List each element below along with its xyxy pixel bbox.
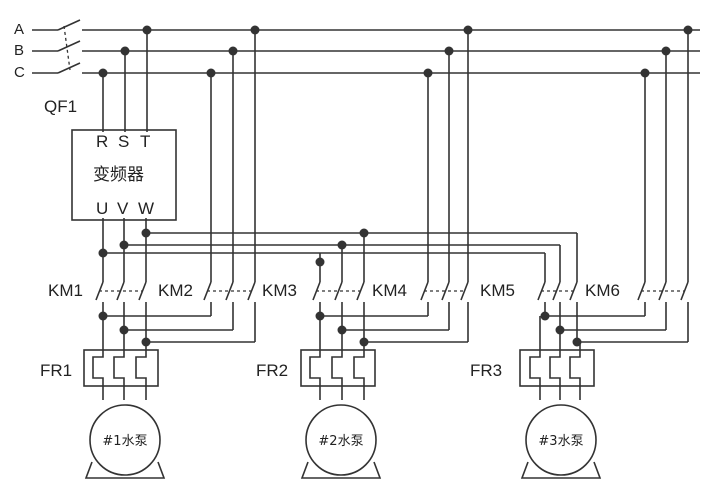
junction-dot	[98, 248, 108, 258]
km4-contacts	[420, 281, 469, 342]
pump-motor-1	[89, 404, 161, 476]
inverter-output-v: V	[117, 199, 129, 218]
relay-box-fr1	[83, 349, 159, 387]
junction-dot	[423, 68, 433, 78]
relay-label-fr2: FR2	[256, 361, 288, 380]
inverter-input-t: T	[140, 132, 150, 151]
junction-dot	[540, 311, 550, 321]
relay-label-fr3: FR3	[470, 361, 502, 380]
pump-motor-2	[305, 404, 377, 476]
inverter-name: 变频器	[93, 165, 144, 185]
contactor-label-km2: KM2	[158, 281, 193, 300]
phase-c-label: C	[14, 64, 25, 81]
junction-dot	[120, 46, 130, 56]
relay-label-fr1: FR1	[40, 361, 72, 380]
inverter-input-r: R	[96, 132, 108, 151]
contactor-label-km6: KM6	[585, 281, 620, 300]
breaker-link	[63, 25, 71, 71]
junction-dot	[119, 240, 129, 250]
contactor-label-km1: KM1	[48, 281, 83, 300]
breaker-blade-c	[57, 62, 81, 74]
inverter-output-u: U	[96, 199, 108, 218]
inverter-input-s: S	[118, 132, 129, 151]
pumps: #1水泵 #2水泵 #3水泵	[84, 404, 602, 479]
phase-b-label: B	[14, 42, 24, 59]
junction-dot	[359, 228, 369, 238]
phase-a-label: A	[14, 21, 24, 38]
pump-label-1: #1水泵	[102, 434, 147, 449]
pump-label-2: #2水泵	[318, 434, 363, 449]
breaker-blade-a	[57, 19, 81, 31]
pump-label-3: #3水泵	[538, 434, 583, 449]
junction-dot	[228, 46, 238, 56]
relay-box-fr2	[300, 349, 376, 387]
inverter-box	[71, 129, 177, 221]
junction-dot	[640, 68, 650, 78]
pump-base-1	[84, 461, 166, 479]
contactor-label-km5: KM5	[480, 281, 515, 300]
km2-contacts	[203, 281, 256, 342]
inverter-output-w: W	[138, 199, 154, 218]
relay-box-fr3	[519, 349, 595, 387]
motor-feed-merges	[98, 311, 688, 347]
junction-dot	[337, 240, 347, 250]
km6-contacts	[637, 281, 689, 342]
junction-dot	[463, 25, 473, 35]
junction-dot	[141, 228, 151, 238]
breaker-label: QF1	[44, 97, 77, 116]
pump-motor-3	[525, 404, 597, 476]
junction-dot	[142, 25, 152, 35]
junction-dot	[444, 46, 454, 56]
contactor-label-km4: KM4	[372, 281, 407, 300]
direct-feeds	[206, 25, 693, 282]
breaker-blade-b	[57, 40, 81, 52]
junction-dot	[661, 46, 671, 56]
inverter: R S T 变频器 U V W	[71, 25, 177, 221]
inverter-output-bus	[98, 218, 578, 282]
junction-dot	[206, 68, 216, 78]
pump-base-2	[300, 461, 382, 479]
pump-base-3	[520, 461, 602, 479]
thermal-relays: FR1 FR2 FR3	[40, 316, 595, 400]
junction-dot	[315, 257, 325, 267]
contactor-label-km3: KM3	[262, 281, 297, 300]
contactors: KM1 KM2 KM3 KM4 KM5 KM6	[48, 281, 689, 342]
junction-dot	[98, 68, 108, 78]
junction-dot	[683, 25, 693, 35]
phase-bus: A B C QF1	[14, 19, 700, 116]
junction-dot	[250, 25, 260, 35]
